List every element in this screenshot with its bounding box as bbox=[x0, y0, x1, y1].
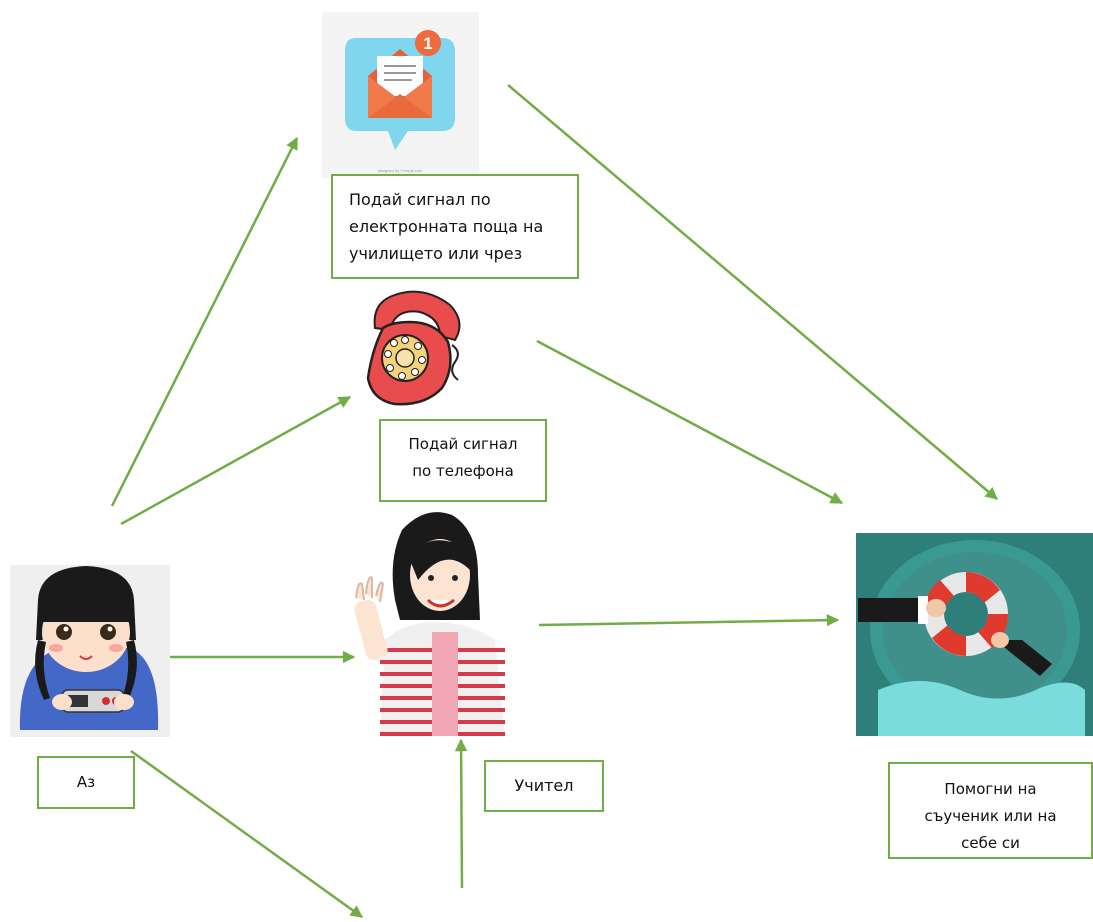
me-label-box: Аз bbox=[37, 756, 135, 809]
phone-box-line-2: по телефона bbox=[412, 462, 514, 480]
waving-teacher-icon bbox=[354, 512, 505, 736]
arrow-me-down bbox=[130, 749, 364, 919]
email-signal-box: Подай сигнал по електронната поща на учи… bbox=[331, 174, 579, 279]
help-box-line-1: Помогни на bbox=[944, 780, 1037, 798]
email-notification-icon: 1 designed by Freepik.com bbox=[322, 12, 479, 178]
email-box-line-3: училището или чрез bbox=[349, 244, 523, 263]
phone-box-line-1: Подай сигнал bbox=[408, 435, 518, 453]
teacher-label: Учител bbox=[514, 776, 574, 795]
help-classmate-box: Помогни на съученик или на себе си bbox=[888, 762, 1093, 859]
me-label: Аз bbox=[76, 773, 96, 791]
arrow-teacher-to-help bbox=[538, 613, 840, 627]
rotary-telephone-icon bbox=[366, 290, 461, 406]
teacher-label-box: Учител bbox=[484, 760, 604, 812]
arrow-email-to-help bbox=[507, 84, 998, 500]
arrow-me-to-email bbox=[110, 136, 299, 507]
email-box-line-1: Подай сигнал по bbox=[349, 190, 491, 209]
lifebuoy-rescue-icon bbox=[856, 533, 1093, 736]
email-box-line-2: електронната поща на bbox=[349, 217, 544, 236]
girl-with-game-controller-icon bbox=[10, 565, 170, 737]
arrow-me-to-phone bbox=[120, 395, 352, 526]
help-box-line-2: съученик или на bbox=[924, 807, 1057, 825]
arrow-phone-to-help bbox=[536, 339, 844, 505]
phone-signal-box: Подай сигнал по телефона bbox=[379, 419, 547, 502]
email-image-credit: designed by Freepik.com bbox=[378, 168, 423, 173]
arrow-up-to-teacher bbox=[454, 738, 468, 889]
email-badge-count: 1 bbox=[423, 34, 432, 53]
help-box-line-3: себе си bbox=[961, 834, 1020, 852]
